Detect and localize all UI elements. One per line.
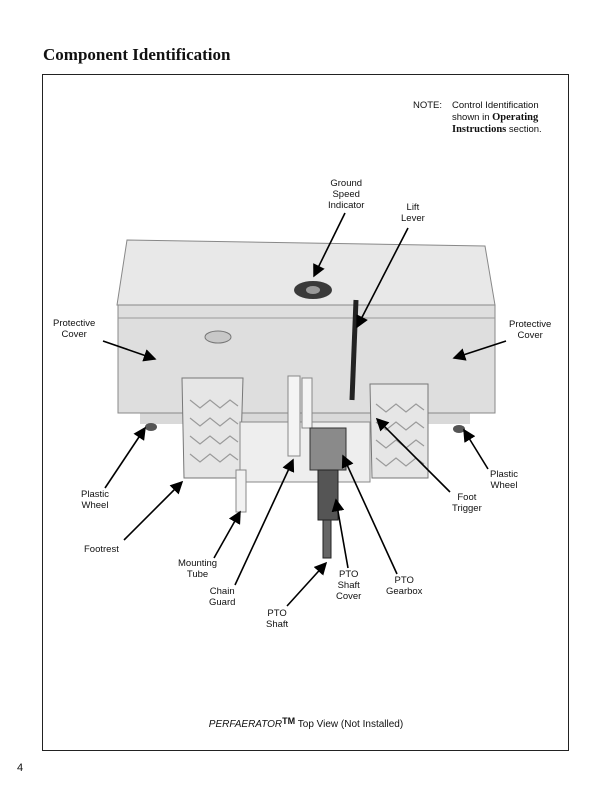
label-pto-gearbox: PTO Gearbox — [386, 575, 423, 597]
page-number: 4 — [17, 762, 24, 774]
plastic-wheel-left-shape — [145, 423, 157, 431]
pto-gearbox-shape — [309, 427, 347, 471]
label-chain-guard: Chain Guard — [209, 586, 236, 608]
ground-speed-dial-center — [306, 286, 320, 294]
note-line2-prefix: shown in — [452, 112, 493, 123]
lift-lever-shape — [349, 299, 359, 401]
footrest-left — [181, 377, 244, 479]
caption-rest: Top View (Not Installed) — [295, 719, 404, 730]
label-protective-cover-right: Protective Cover — [509, 319, 552, 341]
figure-caption: PERFAERATORTM Top View (Not Installed) — [0, 716, 612, 730]
label-mounting-tube: Mounting Tube — [178, 558, 218, 580]
label-foot-trigger: Foot Trigger — [452, 492, 482, 514]
note: NOTE: Control Identification shown in Ope… — [413, 100, 542, 136]
note-line3-bold: Instructions — [452, 124, 507, 135]
note-line3-suffix: section. — [506, 124, 542, 135]
label-lift-lever: Lift Lever — [401, 202, 425, 224]
leader-arrows — [102, 212, 507, 607]
page-title: Component Identification — [43, 45, 231, 64]
note-label: NOTE: — [413, 100, 443, 111]
label-pto-shaft: PTO Shaft — [266, 608, 289, 630]
label-plastic-wheel-left: Plastic Wheel — [81, 489, 109, 511]
frame-base — [239, 421, 371, 483]
note-line2-bold: Operating — [492, 112, 539, 123]
label-pto-shaft-cover: PTO Shaft Cover — [336, 569, 362, 602]
caption-brand: PERFAERATOR — [208, 719, 283, 730]
pto-shaft-cover-shape — [317, 469, 339, 521]
figure-frame — [42, 74, 569, 751]
label-ground-speed-indicator: Ground Speed Indicator — [328, 178, 365, 211]
note-line1: Control Identification — [452, 100, 539, 111]
footrest-mesh — [189, 399, 425, 467]
mounting-tube-shape — [235, 469, 247, 513]
chain-guard-plate — [301, 377, 313, 429]
label-protective-cover-left: Protective Cover — [53, 318, 96, 340]
pto-shaft-shape — [322, 519, 332, 559]
label-plastic-wheel-right: Plastic Wheel — [490, 469, 518, 491]
plastic-wheel-right-shape — [453, 425, 465, 433]
brand-badge — [204, 330, 232, 344]
caption-trademark: TM — [282, 716, 296, 726]
footrest-right — [369, 383, 429, 479]
label-footrest: Footrest — [84, 544, 119, 555]
chain-guard-shape — [287, 375, 301, 457]
